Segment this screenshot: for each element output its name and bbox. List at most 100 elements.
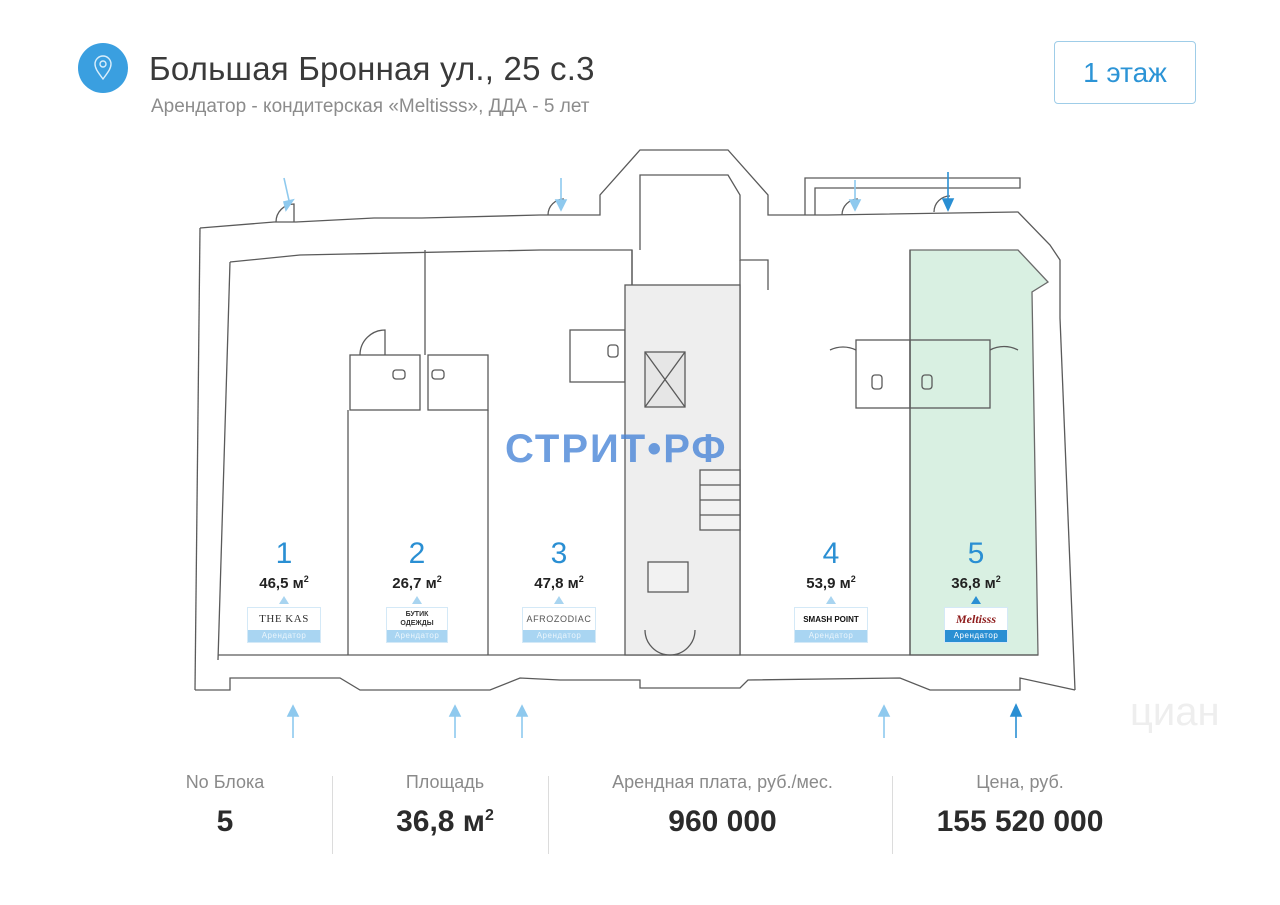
unit-area-sup: 2 <box>850 574 856 584</box>
page-subtitle: Арендатор - кондитерская «Meltisss», ДДА… <box>151 96 590 117</box>
unit-area-value: 46,5 м <box>259 575 304 592</box>
strit-watermark: СТРИТ•РФ <box>505 427 728 471</box>
unit-area-sup: 2 <box>995 574 1001 584</box>
stat-block-number: No Блока 5 <box>150 772 300 839</box>
tenant-tag: Арендатор <box>523 630 595 642</box>
unit-summary: No Блока 5 Площадь 36,8 м2 Арендная плат… <box>0 772 1280 862</box>
toilet-icon <box>921 374 933 390</box>
stat-value: 36,8 м2 <box>350 805 540 839</box>
unit-area-value: 53,9 м <box>806 575 851 592</box>
stat-value-text: 155 520 000 <box>936 805 1104 838</box>
tenant-badge: AFROZODIAC Арендатор <box>522 607 596 643</box>
unit-5-selected[interactable]: 5 36,8 м2 Meltisss Арендатор <box>916 538 1036 643</box>
stat-rent: Арендная плата, руб./мес. 960 000 <box>570 772 875 839</box>
map-pin-icon <box>94 55 112 81</box>
stat-value: 5 <box>150 805 300 839</box>
tenant-logo: Meltisss <box>955 611 996 626</box>
unit-number: 3 <box>550 537 568 570</box>
toilet-icon <box>392 369 406 380</box>
unit-area: 26,7 м2 <box>357 574 477 592</box>
pointer-triangle-icon <box>279 596 289 604</box>
pointer-triangle-icon <box>826 596 836 604</box>
pointer-triangle-icon <box>971 596 981 604</box>
unit-area-sup: 2 <box>436 574 442 584</box>
stat-value: 960 000 <box>570 805 875 839</box>
wc-room <box>855 339 991 409</box>
stat-label: Арендная плата, руб./мес. <box>612 772 833 792</box>
stat-price: Цена, руб. 155 520 000 <box>910 772 1130 839</box>
stat-label: Площадь <box>405 772 485 792</box>
tenant-logo: SMASH POINT <box>803 614 859 624</box>
tenant-badge: Meltisss Арендатор <box>944 607 1008 643</box>
tenant-badge: БУТИК ОДЕЖДЫ Арендатор <box>386 607 448 643</box>
unit-number: 1 <box>275 537 293 570</box>
page-title: Большая Бронная ул., 25 с.3 <box>149 50 595 87</box>
divider <box>332 776 333 854</box>
unit-area: 53,9 м2 <box>771 574 891 592</box>
stat-value-text: 960 000 <box>668 805 777 838</box>
unit-area-value: 36,8 м <box>951 575 996 592</box>
unit-1[interactable]: 1 46,5 м2 THE KAS Арендатор <box>224 538 344 643</box>
right-outer-wall <box>1059 317 1076 691</box>
elevator-cross <box>644 351 686 408</box>
unit-3[interactable]: 3 47,8 м2 AFROZODIAC Арендатор <box>499 538 619 643</box>
unit-area: 36,8 м2 <box>916 574 1036 592</box>
unit-area-sup: 2 <box>578 574 584 584</box>
stat-label: Цена, руб. <box>976 772 1064 792</box>
balcony-rail <box>804 177 1021 215</box>
tenant-logo: THE KAS <box>259 612 309 625</box>
stat-value-text: 5 <box>216 805 234 838</box>
left-outer-wall <box>194 227 201 691</box>
stat-value: 155 520 000 <box>910 805 1130 839</box>
tenant-tag: Арендатор <box>795 630 867 642</box>
stairs <box>647 561 689 593</box>
unit-area: 46,5 м2 <box>224 574 344 592</box>
stat-value-sup: 2 <box>485 807 494 824</box>
door-swing <box>829 346 857 351</box>
floor-plan-drawing <box>194 149 1076 738</box>
entrance-arrow-selected <box>941 172 1023 738</box>
entrance-arrow <box>283 177 891 738</box>
left-inner-wall <box>217 261 231 661</box>
wc-room <box>427 354 489 411</box>
divider <box>548 776 549 854</box>
core-wall <box>639 174 769 290</box>
tenant-logo: БУТИК ОДЕЖДЫ <box>400 611 434 627</box>
toilet-icon <box>431 369 445 380</box>
unit-area: 47,8 м2 <box>499 574 619 592</box>
door-swing <box>989 345 1019 351</box>
stat-label: No Блока <box>185 772 265 792</box>
unit-area-sup: 2 <box>303 574 309 584</box>
toilet-icon <box>871 374 883 390</box>
tenant-badge: THE KAS Арендатор <box>247 607 321 643</box>
outer-wall <box>199 149 1061 318</box>
pointer-triangle-icon <box>412 596 422 604</box>
wc-room <box>349 354 421 411</box>
toilet-icon <box>607 344 619 358</box>
tenant-tag: Арендатор <box>945 630 1007 642</box>
unit-area-value: 26,7 м <box>392 575 437 592</box>
floor-selector-button[interactable]: 1 этаж <box>1054 41 1196 104</box>
cian-watermark: циан <box>1130 690 1220 734</box>
door-swing <box>275 203 295 223</box>
inner-wall-top <box>229 249 633 290</box>
unit-2[interactable]: 2 26,7 м2 БУТИК ОДЕЖДЫ Арендатор <box>357 538 477 643</box>
divider <box>892 776 893 854</box>
door-swing <box>359 329 386 356</box>
stat-value-text: 36,8 м <box>396 805 485 838</box>
pointer-triangle-icon <box>554 596 564 604</box>
door-swing <box>669 629 696 656</box>
unit-number: 2 <box>408 537 426 570</box>
tenant-tag: Арендатор <box>248 630 320 642</box>
tenant-tag: Арендатор <box>387 630 447 642</box>
unit-number: 4 <box>822 537 840 570</box>
unit-area-value: 47,8 м <box>534 575 579 592</box>
stat-area: Площадь 36,8 м2 <box>350 772 540 839</box>
door-swing <box>644 629 671 656</box>
unit-4[interactable]: 4 53,9 м2 SMASH POINT Арендатор <box>771 538 891 643</box>
unit-number: 5 <box>967 537 985 570</box>
location-pin-badge <box>78 43 128 93</box>
tenant-badge: SMASH POINT Арендатор <box>794 607 868 643</box>
tenant-logo: AFROZODIAC <box>526 613 592 624</box>
floor-plan: СТРИТ•РФ 1 46,5 м2 THE KAS Арендатор 2 2… <box>0 130 1280 750</box>
